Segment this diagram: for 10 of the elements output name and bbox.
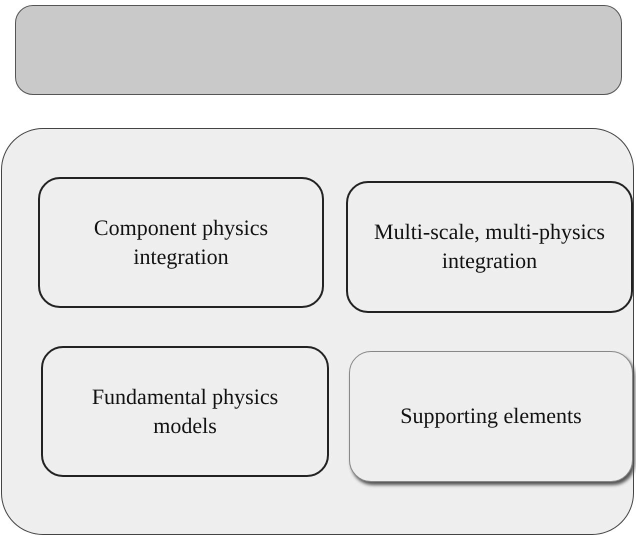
box-label: Multi-scale, multi-physics integration bbox=[373, 218, 606, 275]
container-box bbox=[1, 128, 634, 535]
rounded-box bbox=[41, 346, 329, 477]
rounded-box bbox=[349, 351, 633, 482]
box-label: Supporting elements bbox=[399, 402, 583, 430]
header-box bbox=[15, 5, 622, 95]
box-label: Component physics integration bbox=[92, 214, 270, 271]
rounded-box bbox=[38, 177, 324, 308]
rounded-box bbox=[346, 181, 633, 313]
box-label: Fundamental physics models bbox=[90, 382, 280, 440]
